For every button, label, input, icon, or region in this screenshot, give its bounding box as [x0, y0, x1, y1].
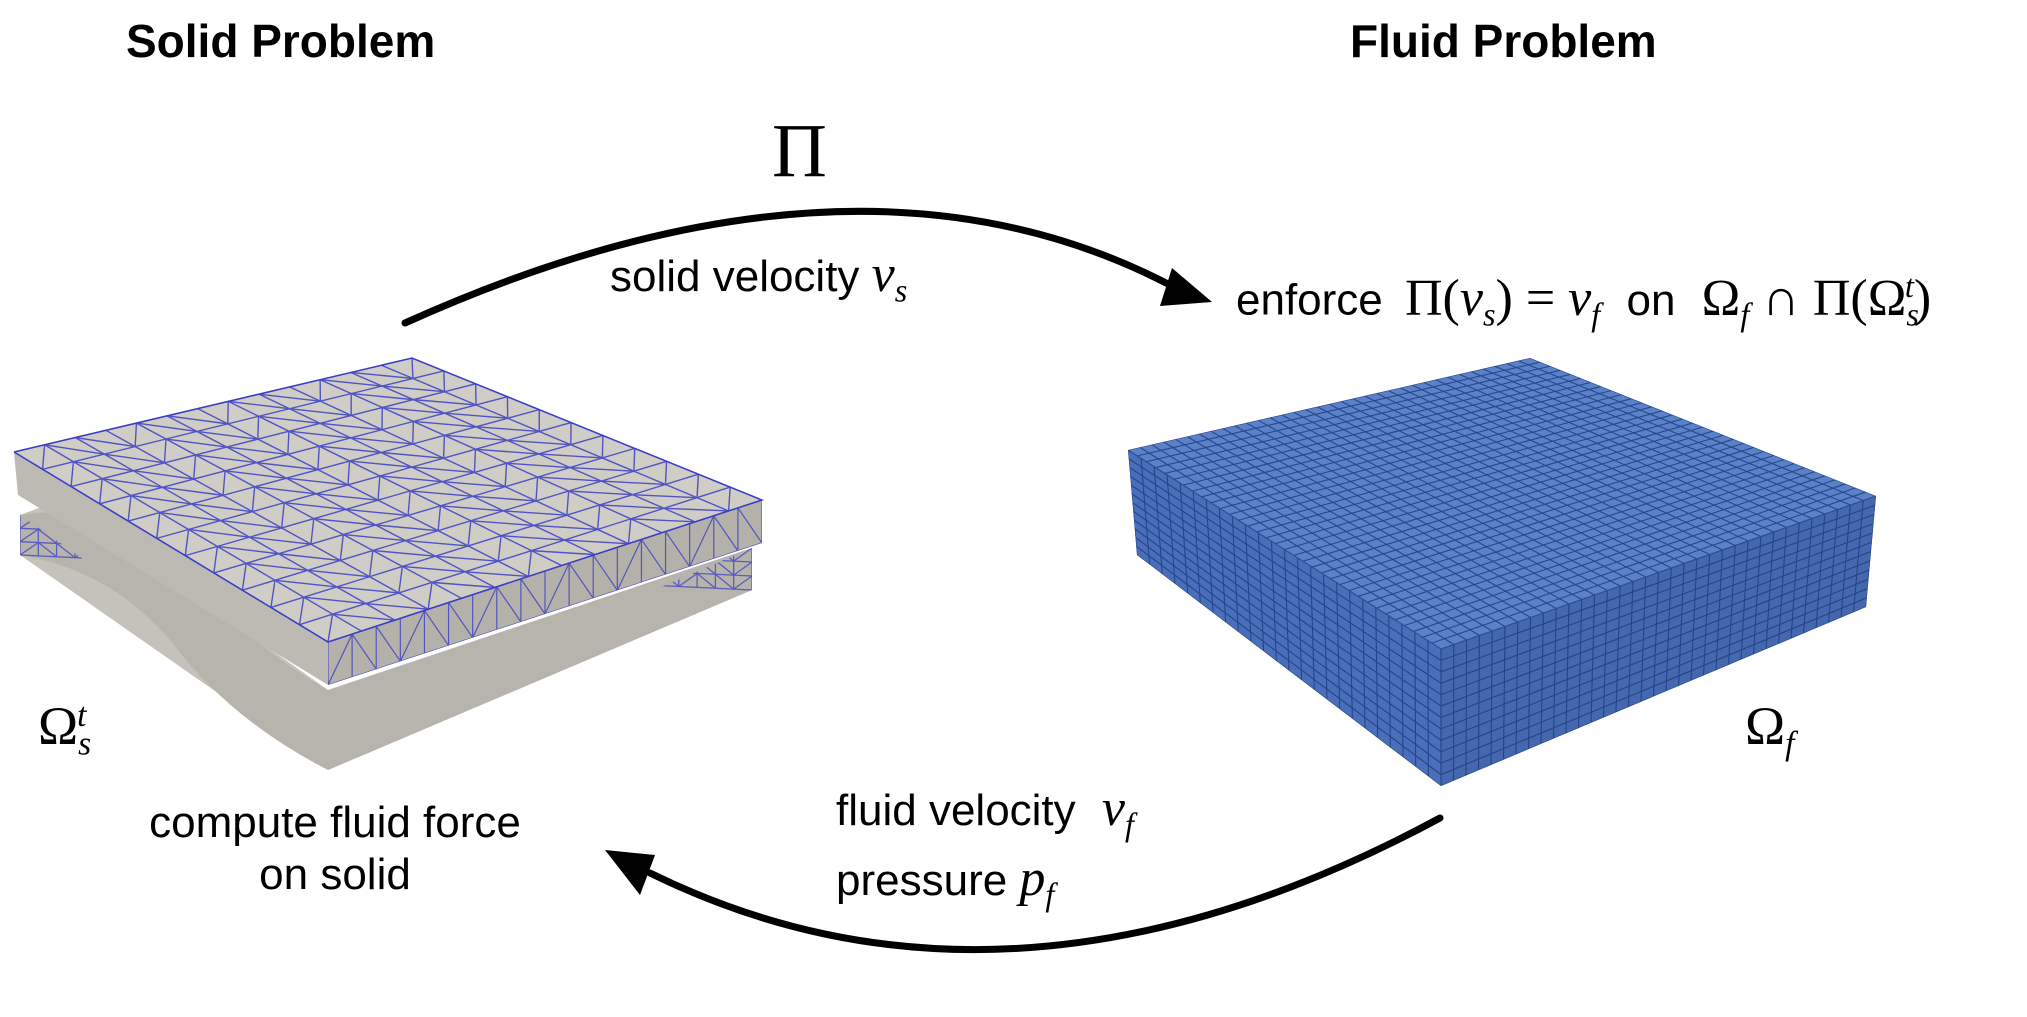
solid-problem-title: Solid Problem: [126, 15, 436, 67]
bottom-arrow-curve: [646, 814, 1444, 954]
solid-caption-line1: compute fluid force: [149, 798, 521, 847]
top-arrow-head: [1160, 268, 1212, 306]
top-arrow-curve: [401, 207, 1176, 327]
solid-caption: compute fluid force on solid: [110, 798, 560, 900]
pressure-label: pressure pf: [836, 850, 1055, 913]
solid-left-face: [14, 452, 328, 685]
pi-operator-label: Π: [772, 109, 827, 193]
solid-mesh-block: [13, 357, 765, 770]
enforce-condition: enforce Π(vs) = vf on Ωf ∩ Π(Ωst): [1236, 268, 1932, 333]
solid-top-face: [14, 358, 762, 642]
fluid-domain-symbol: Ωf: [1745, 696, 1795, 763]
solid-velocity-var: vs: [871, 246, 908, 309]
fluid-right-face: [1441, 496, 1876, 786]
solid-caption-line2: on solid: [259, 850, 411, 900]
solid-domain-symbol: Ωst: [38, 696, 92, 763]
fluid-problem-title: Fluid Problem: [1350, 15, 1657, 67]
fluid-velocity-label: fluid velocity vf: [836, 780, 1134, 843]
fluid-mesh-block: [1128, 358, 1876, 786]
solid-velocity-label: solid velocity vs: [610, 246, 908, 309]
bottom-arrow-head: [605, 850, 655, 895]
